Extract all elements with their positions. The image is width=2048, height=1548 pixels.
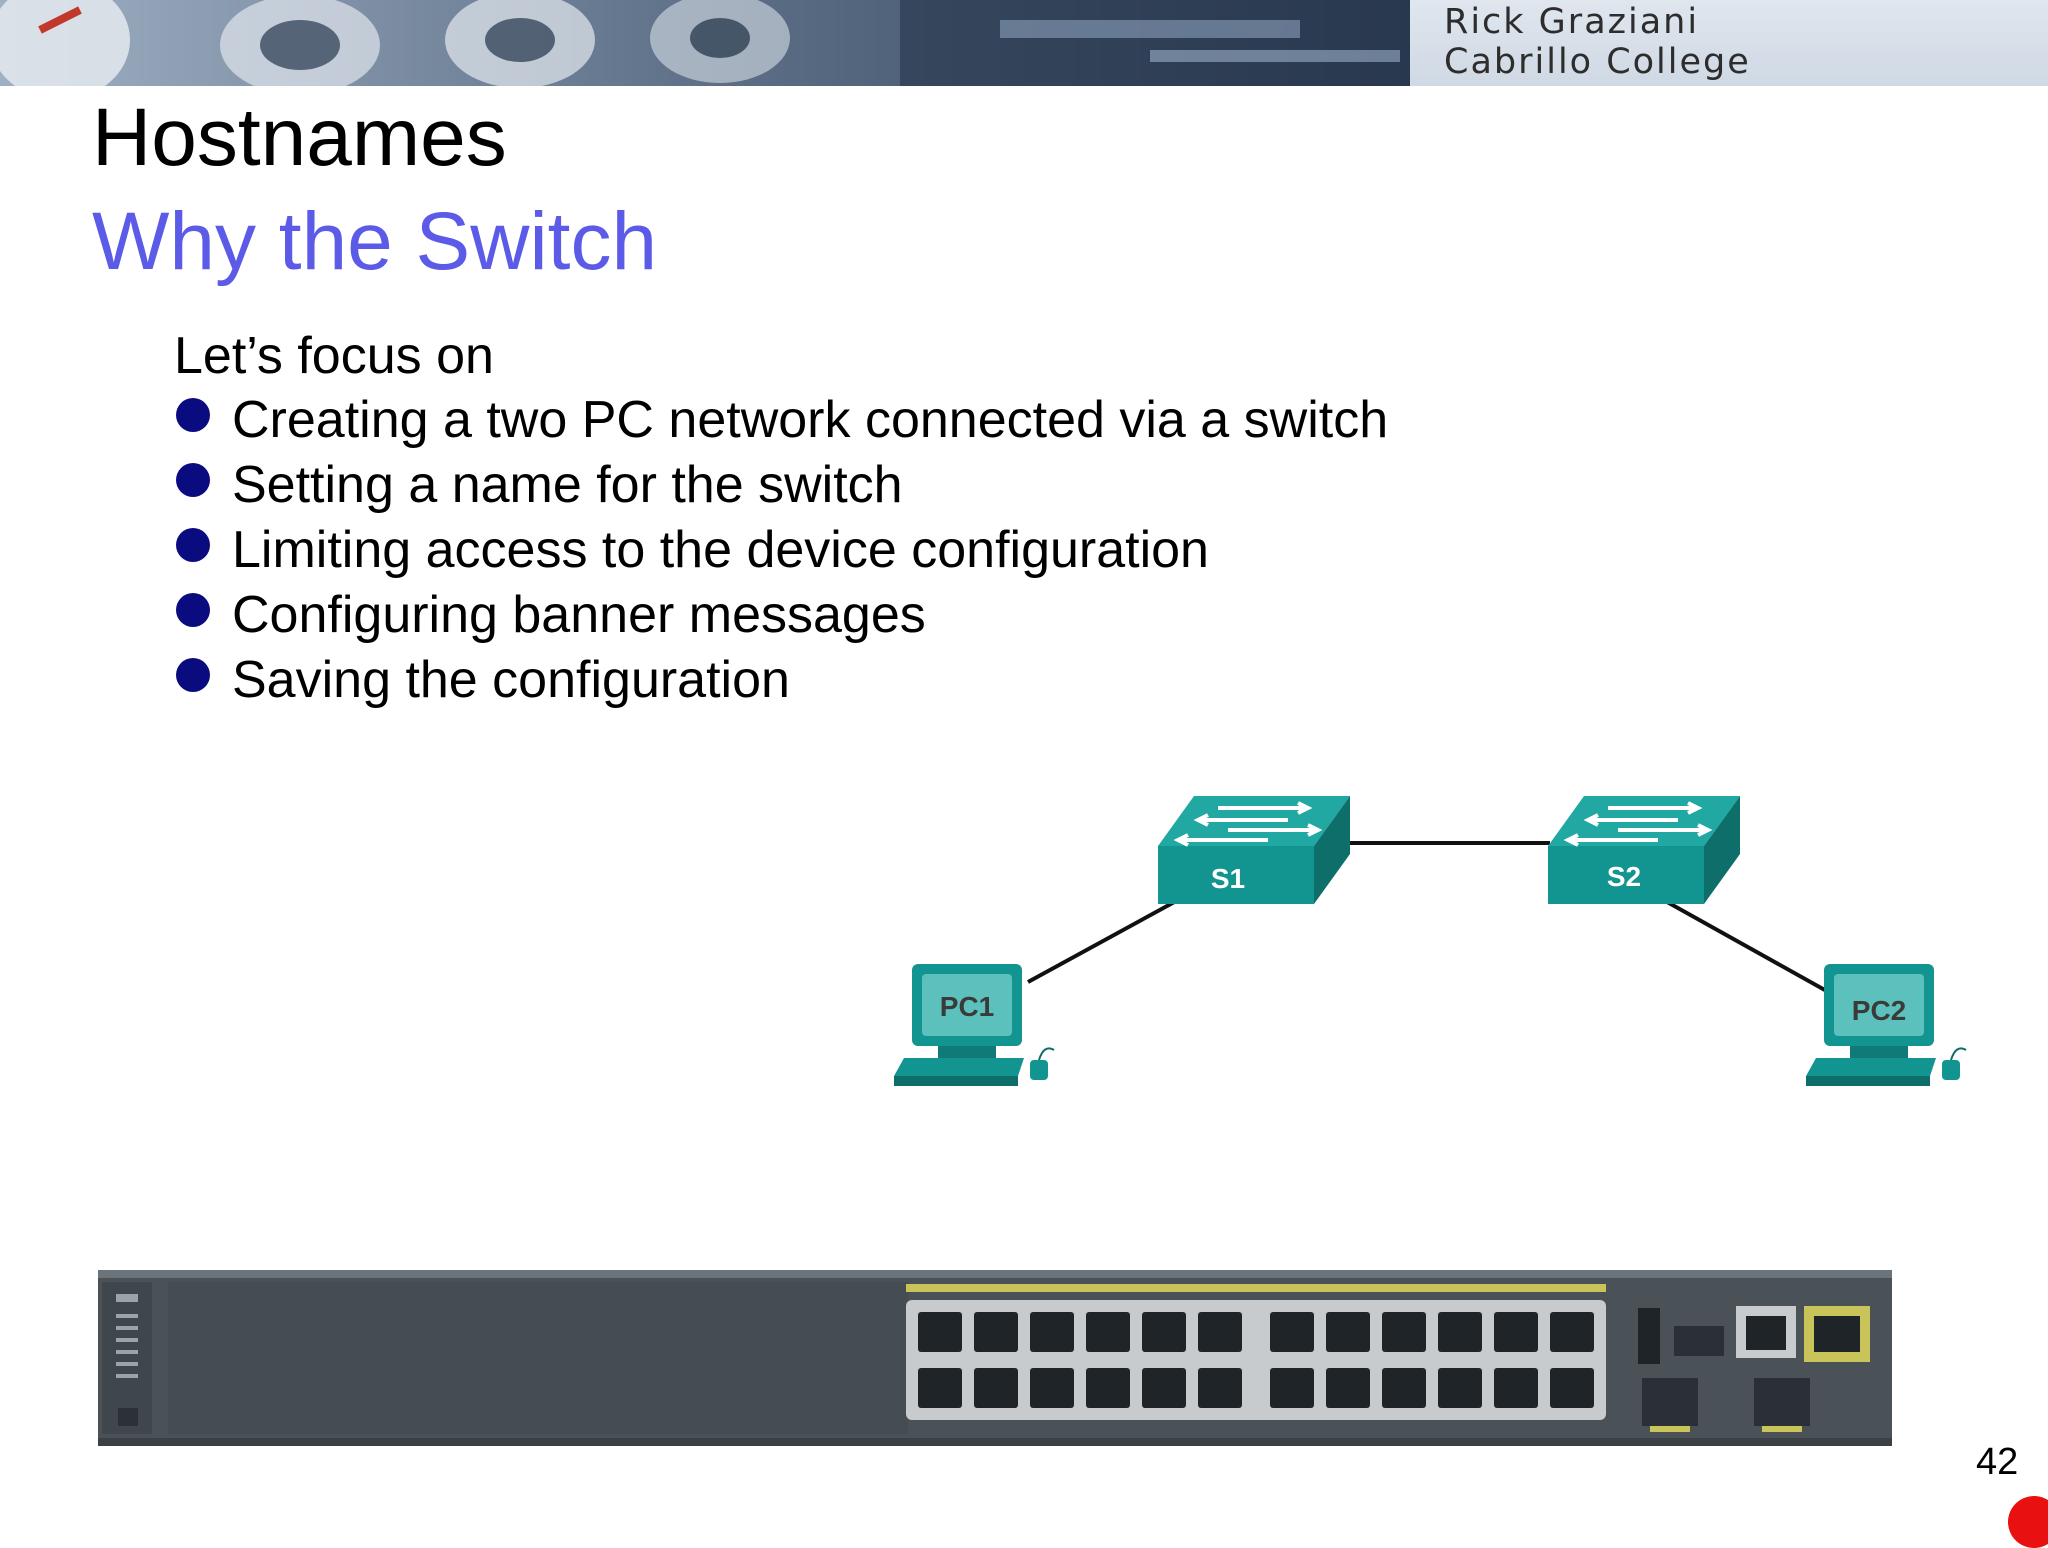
laser-pointer-dot [2008, 1496, 2048, 1548]
pc1-icon: PC1 [894, 964, 1055, 1086]
intro-text: Let’s focus on [174, 327, 494, 385]
pc2-icon: PC2 [1806, 964, 1967, 1086]
slide-subtitle: Why the Switch [92, 196, 658, 287]
bullet-text: Configuring banner messages [232, 586, 926, 644]
author-credit: Rick Graziani Cabrillo College [1444, 2, 1751, 82]
network-topology-diagram: S1 S2 PC1 PC2 [894, 796, 1967, 1086]
slide-title: Hostnames [92, 92, 507, 183]
bullet-list: Creating a two PC network connected via … [174, 390, 1388, 715]
bullet-icon [176, 528, 210, 562]
bullet-text: Setting a name for the switch [232, 456, 903, 514]
pc1-label: PC1 [940, 991, 994, 1022]
bullet-item: Saving the configuration [174, 650, 1388, 715]
switch-s1-icon: S1 [1158, 796, 1350, 904]
bullet-text: Limiting access to the device configurat… [232, 521, 1209, 579]
switch-s2-icon: S2 [1548, 796, 1740, 904]
bullet-icon [176, 463, 210, 497]
bullet-item: Limiting access to the device configurat… [174, 520, 1388, 585]
bullet-item: Creating a two PC network connected via … [174, 390, 1388, 455]
switch-s2-label: S2 [1607, 861, 1641, 892]
bullet-icon [176, 593, 210, 627]
bullet-text: Saving the configuration [232, 651, 790, 709]
bullet-text: Creating a two PC network connected via … [232, 391, 1389, 449]
banner-photo [0, 0, 1410, 86]
cisco-switch-photo [98, 1270, 1892, 1446]
author-college: Cabrillo College [1444, 42, 1751, 82]
author-name: Rick Graziani [1444, 2, 1700, 42]
pc2-label: PC2 [1852, 995, 1906, 1026]
bullet-item: Configuring banner messages [174, 585, 1388, 650]
banner-text-panel [1410, 0, 2048, 86]
header-banner: Rick Graziani Cabrillo College [0, 0, 2048, 86]
link-s2-pc2 [1641, 886, 1833, 996]
page-number: 42 [1976, 1441, 2019, 1483]
bullet-icon [176, 398, 210, 432]
switch-s1-label: S1 [1211, 863, 1245, 894]
bullet-icon [176, 658, 210, 692]
bullet-item: Setting a name for the switch [174, 455, 1388, 520]
